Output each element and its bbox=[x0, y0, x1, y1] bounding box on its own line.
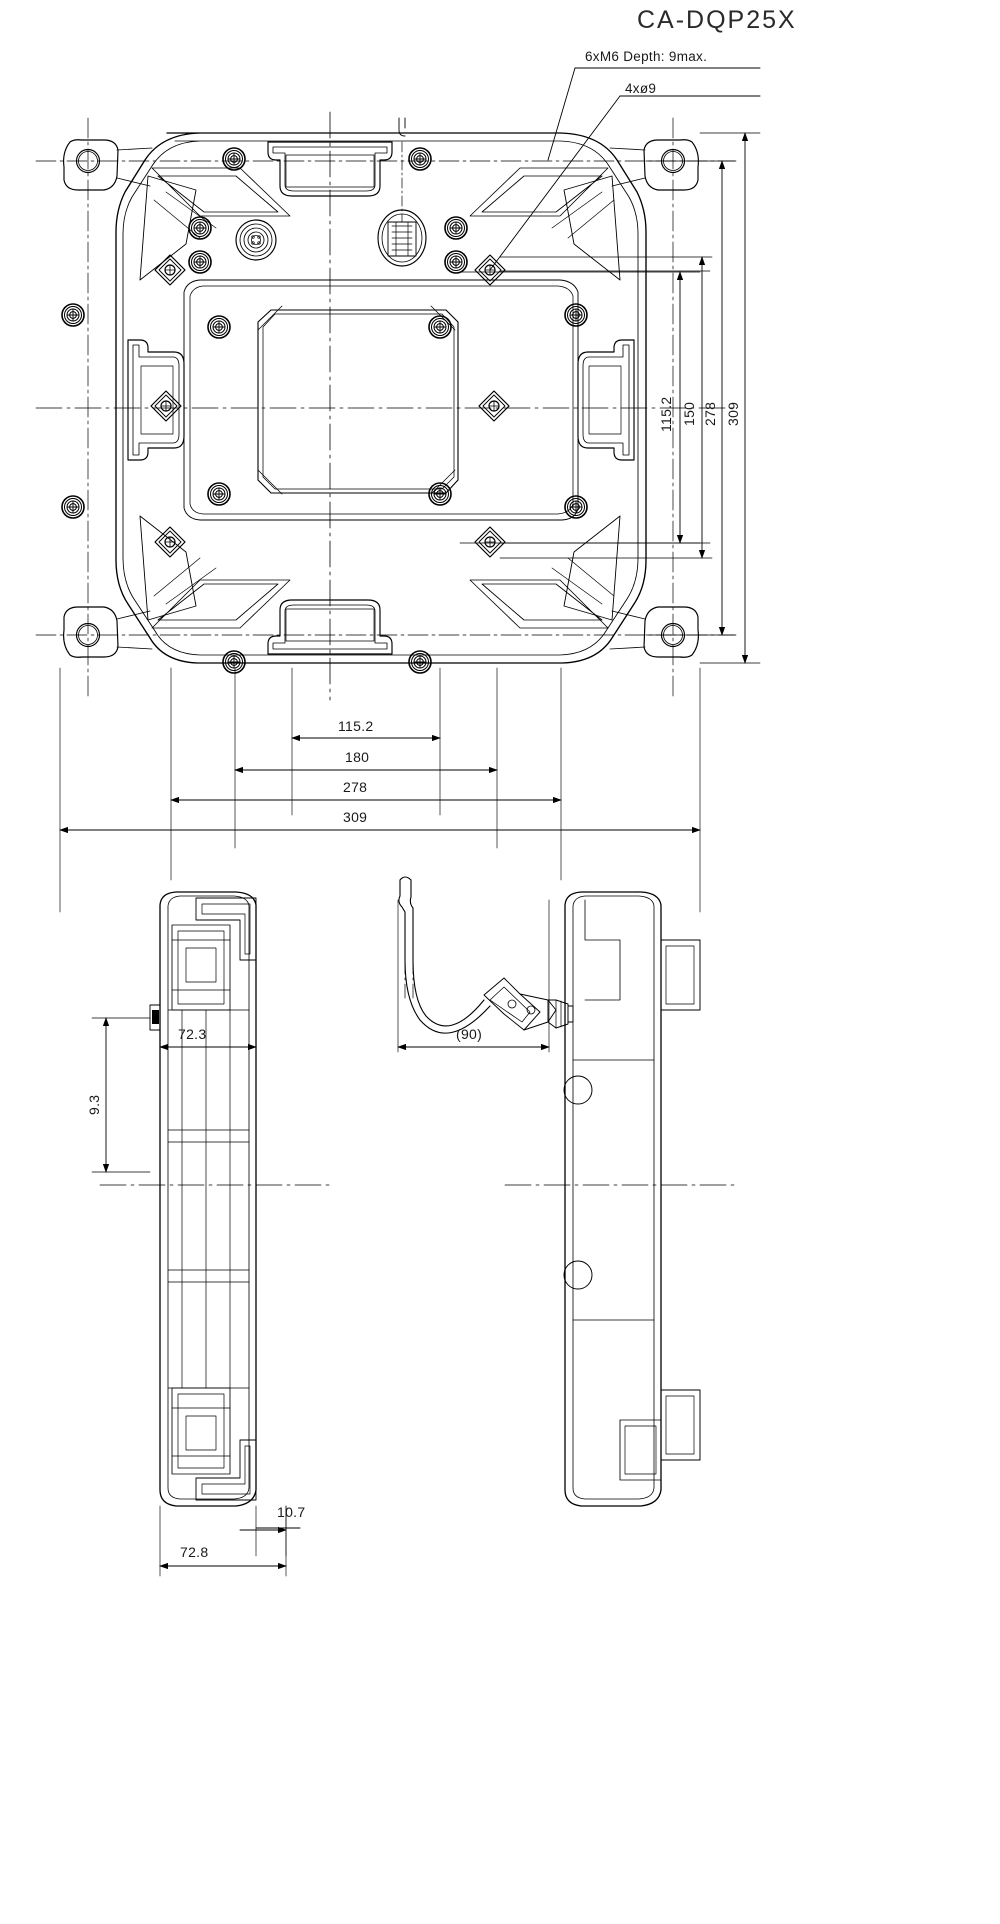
front-view-dim-90: (90) bbox=[456, 1026, 483, 1042]
top-view-dim-180: 180 bbox=[345, 749, 370, 765]
top-view-dim-150: 150 bbox=[681, 401, 697, 426]
top-view-dim-309-horizontal: 309 bbox=[343, 809, 368, 825]
page-title: CA-DQP25X bbox=[637, 6, 797, 34]
top-view-dim-309-vertical: 309 bbox=[725, 401, 741, 426]
side-view-dim-10-7: 10.7 bbox=[277, 1504, 306, 1520]
top-view-dim-278-horizontal: 278 bbox=[343, 779, 368, 795]
side-view-dim-72-8: 72.8 bbox=[180, 1544, 209, 1560]
note-thread-label: 6xM6 Depth: 9max. bbox=[585, 49, 708, 64]
note-hole-label: 4xø9 bbox=[625, 81, 657, 96]
side-view-dim-72-3: 72.3 bbox=[178, 1026, 207, 1042]
top-view-dim-278-vertical: 278 bbox=[702, 401, 718, 426]
top-view-dim-115-2-horizontal: 115.2 bbox=[338, 718, 374, 734]
top-view-dim-115-2: 115.2 bbox=[658, 396, 674, 433]
side-view-dim-9-3: 9.3 bbox=[86, 1094, 102, 1115]
